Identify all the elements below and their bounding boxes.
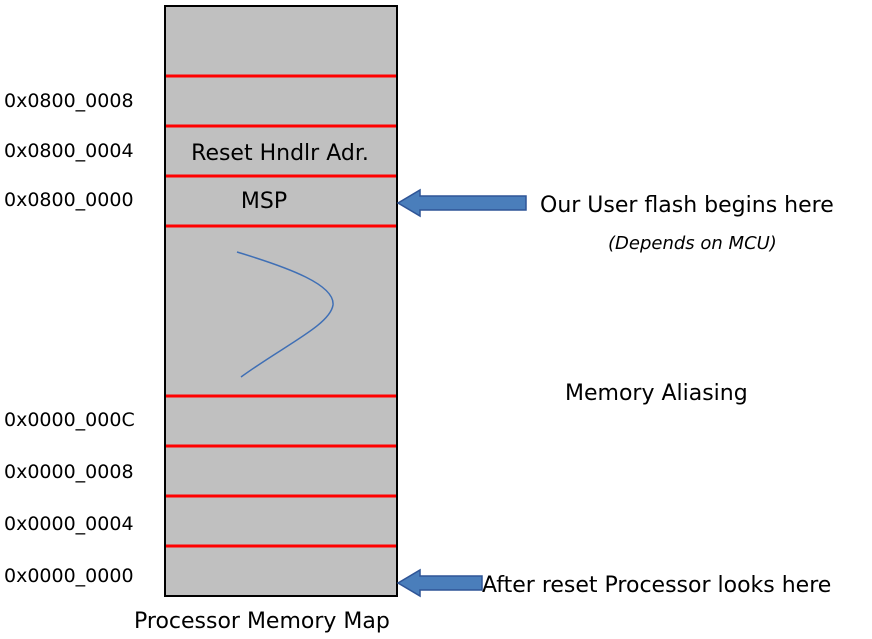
memory-gap-curve <box>236 251 334 378</box>
diagram-caption: Processor Memory Map <box>134 609 390 634</box>
cell-label-msp: MSP <box>241 189 287 214</box>
arrow-left-icon <box>396 568 483 598</box>
flash-note-label: (Depends on MCU) <box>608 233 777 254</box>
address-label: 0x0000_0000 <box>4 565 134 587</box>
address-label: 0x0800_0004 <box>4 140 134 162</box>
dividers <box>166 74 396 548</box>
address-label: 0x0000_000C <box>4 409 135 431</box>
reset-look-label: After reset Processor looks here <box>482 573 831 598</box>
cell-label-reset-handler: Reset Hndlr Adr. <box>191 141 369 166</box>
memory-aliasing-label: Memory Aliasing <box>565 381 748 406</box>
address-label: 0x0000_0008 <box>4 461 134 483</box>
address-label: 0x0800_0008 <box>4 90 134 112</box>
arrow-left-icon <box>396 188 527 218</box>
address-label: 0x0000_0004 <box>4 513 134 535</box>
address-label: 0x0800_0000 <box>4 189 134 211</box>
memory-block <box>164 5 398 597</box>
flash-begin-label: Our User flash begins here <box>540 193 834 218</box>
